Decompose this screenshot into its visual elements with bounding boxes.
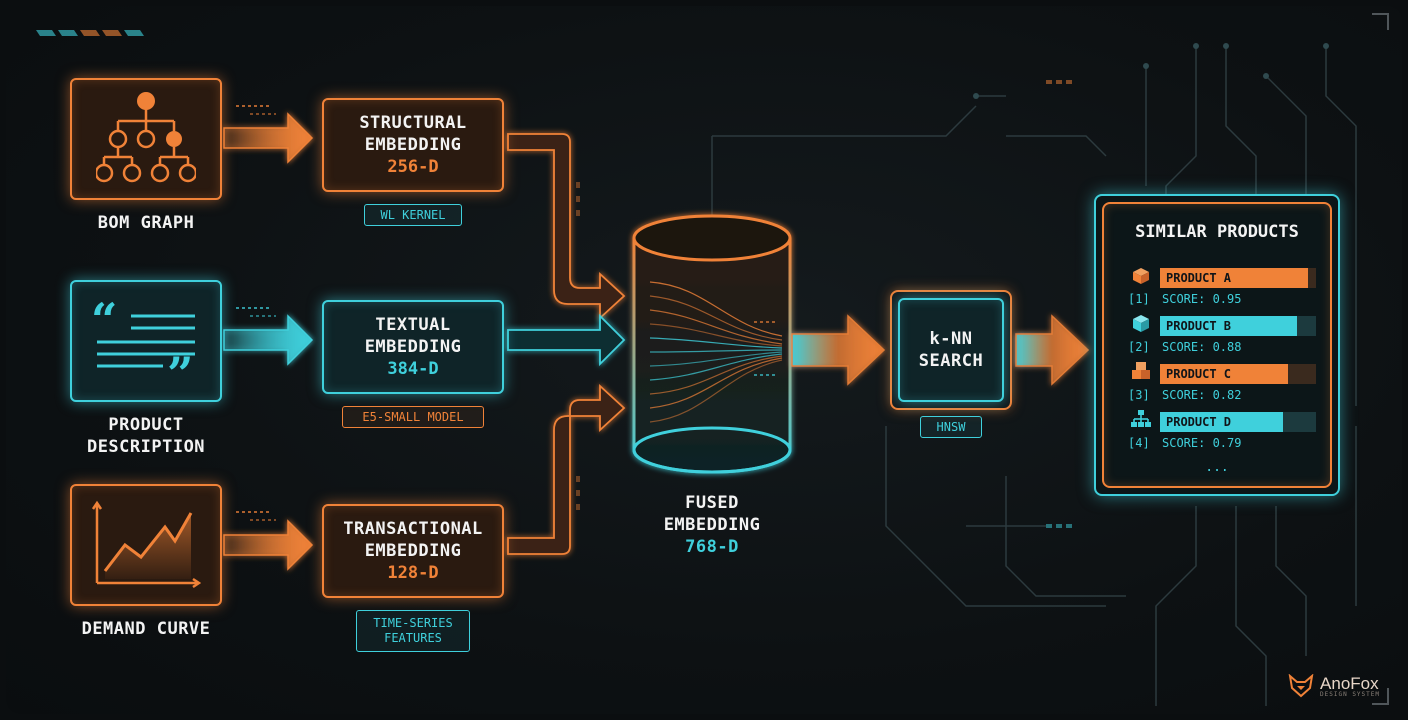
product-description-label: PRODUCT DESCRIPTION bbox=[50, 414, 242, 458]
result-score-4: SCORE: 0.79 bbox=[1162, 436, 1242, 450]
fused-cylinder bbox=[632, 214, 792, 474]
knn-search-inner: k-NN SEARCH bbox=[898, 298, 1004, 402]
result-bar-fill-1 bbox=[1160, 268, 1309, 288]
result-name-1: PRODUCT A bbox=[1166, 271, 1232, 285]
result-item-4[interactable]: PRODUCT D [4] SCORE: 0.79 bbox=[1104, 410, 1344, 456]
product-description-text: PRODUCT DESCRIPTION bbox=[86, 415, 206, 457]
fox-logo-icon bbox=[1288, 674, 1314, 698]
transactional-embedding-box: TRANSACTIONAL EMBEDDING 128-D bbox=[322, 504, 504, 598]
result-bar-fill-4 bbox=[1160, 412, 1284, 432]
svg-text:“: “ bbox=[91, 298, 117, 347]
textual-title-2: EMBEDDING bbox=[364, 337, 462, 357]
circuit-dots bbox=[576, 43, 1329, 528]
arrow-desc-to-textual bbox=[223, 314, 314, 366]
arrow-demand-to-transactional bbox=[223, 519, 314, 571]
box-open-icon bbox=[1133, 268, 1149, 284]
fused-title-1: FUSED bbox=[685, 493, 739, 513]
arrow-bom-to-structural bbox=[223, 112, 314, 164]
structural-embedding-box: STRUCTURAL EMBEDDING 256-D bbox=[322, 98, 504, 192]
result-bar-3: PRODUCT C bbox=[1160, 364, 1316, 384]
time-series-tag-line2: FEATURES bbox=[384, 631, 442, 645]
data-dashes bbox=[236, 105, 276, 521]
result-index-2: [2] bbox=[1128, 340, 1150, 354]
bom-graph-card bbox=[70, 78, 222, 200]
knn-title-2: SEARCH bbox=[918, 351, 984, 371]
transactional-title-2: EMBEDDING bbox=[364, 541, 462, 561]
diagram-canvas: BOM GRAPH “ ” PRODUCT DESCRIPTION bbox=[6, 6, 1402, 714]
logo-subtitle: DESIGN SYSTEM bbox=[1320, 690, 1380, 698]
result-item-3[interactable]: PRODUCT C [3] SCORE: 0.82 bbox=[1104, 362, 1344, 408]
structural-dim: 256-D bbox=[387, 157, 439, 177]
hierarchy-icon bbox=[1131, 410, 1151, 427]
result-item-2[interactable]: PRODUCT B [2] SCORE: 0.88 bbox=[1104, 314, 1344, 360]
demand-curve-card bbox=[70, 484, 222, 606]
result-score-3: SCORE: 0.82 bbox=[1162, 388, 1242, 402]
arrow-fused-to-knn bbox=[791, 314, 886, 386]
product-description-card: “ ” bbox=[70, 280, 222, 402]
transactional-dim: 128-D bbox=[387, 563, 439, 583]
more-results-ellipsis: ... bbox=[1205, 460, 1229, 475]
result-index-1: [1] bbox=[1128, 292, 1150, 306]
header-stripes bbox=[36, 30, 144, 36]
textual-dim: 384-D bbox=[387, 359, 439, 379]
transactional-title-1: TRANSACTIONAL bbox=[343, 519, 483, 539]
box-icon bbox=[1133, 315, 1149, 332]
connector-transactional-to-fused bbox=[507, 383, 626, 555]
time-series-features-tag: TIME-SERIES FEATURES bbox=[356, 610, 470, 652]
result-name-2: PRODUCT B bbox=[1166, 319, 1232, 333]
demand-curve-text: DEMAND CURVE bbox=[81, 619, 211, 639]
result-bar-4: PRODUCT D bbox=[1160, 412, 1316, 432]
connector-structural-to-fused bbox=[507, 133, 626, 321]
arrow-knn-to-results bbox=[1015, 314, 1090, 386]
similar-products-panel: SIMILAR PRODUCTS PRODUCT A [1] SCORE: 0.… bbox=[1094, 194, 1340, 496]
connector-textual-to-fused bbox=[507, 313, 626, 367]
line-chart-icon bbox=[91, 500, 201, 589]
fused-embedding-label: FUSED EMBEDDING 768-D bbox=[626, 492, 798, 558]
textual-title-1: TEXTUAL bbox=[375, 315, 451, 335]
result-name-4: PRODUCT D bbox=[1166, 415, 1232, 429]
knn-search-box: k-NN SEARCH bbox=[890, 290, 1012, 410]
connector-layer bbox=[36, 13, 1389, 706]
knn-title-1: k-NN bbox=[929, 329, 973, 349]
fused-dim: 768-D bbox=[685, 537, 739, 557]
structural-title-2: EMBEDDING bbox=[364, 135, 462, 155]
result-index-3: [3] bbox=[1128, 388, 1150, 402]
anofox-logo: AnoFox DESIGN SYSTEM bbox=[1288, 674, 1380, 698]
time-series-tag-line1: TIME-SERIES bbox=[373, 616, 453, 630]
logo-name: AnoFox bbox=[1320, 673, 1379, 693]
wl-kernel-tag: WL KERNEL bbox=[364, 204, 462, 226]
quote-text-icon: “ ” bbox=[91, 298, 195, 384]
result-bar-1: PRODUCT A bbox=[1160, 268, 1316, 288]
boxes-icon bbox=[1132, 362, 1150, 379]
tree-hierarchy-icon bbox=[96, 92, 196, 183]
result-item-1[interactable]: PRODUCT A [1] SCORE: 0.95 bbox=[1104, 266, 1344, 312]
fused-flow-lines bbox=[649, 281, 783, 423]
textual-embedding-box: TEXTUAL EMBEDDING 384-D bbox=[322, 300, 504, 394]
result-bar-2: PRODUCT B bbox=[1160, 316, 1316, 336]
result-score-2: SCORE: 0.88 bbox=[1162, 340, 1242, 354]
result-bar-fill-2 bbox=[1160, 316, 1298, 336]
result-bar-fill-3 bbox=[1160, 364, 1288, 384]
similar-products-title: SIMILAR PRODUCTS bbox=[1135, 222, 1299, 242]
structural-title-1: STRUCTURAL bbox=[359, 113, 467, 133]
result-score-1: SCORE: 0.95 bbox=[1162, 292, 1242, 306]
e5-small-model-tag: E5-SMALL MODEL bbox=[342, 406, 484, 428]
demand-curve-label: DEMAND CURVE bbox=[70, 618, 222, 640]
bom-graph-label: BOM GRAPH bbox=[97, 213, 195, 233]
result-index-4: [4] bbox=[1128, 436, 1150, 450]
result-name-3: PRODUCT C bbox=[1166, 367, 1232, 381]
hnsw-tag: HNSW bbox=[920, 416, 982, 438]
fused-title-2: EMBEDDING bbox=[663, 515, 761, 535]
similar-products-inner: SIMILAR PRODUCTS PRODUCT A [1] SCORE: 0.… bbox=[1102, 202, 1332, 488]
